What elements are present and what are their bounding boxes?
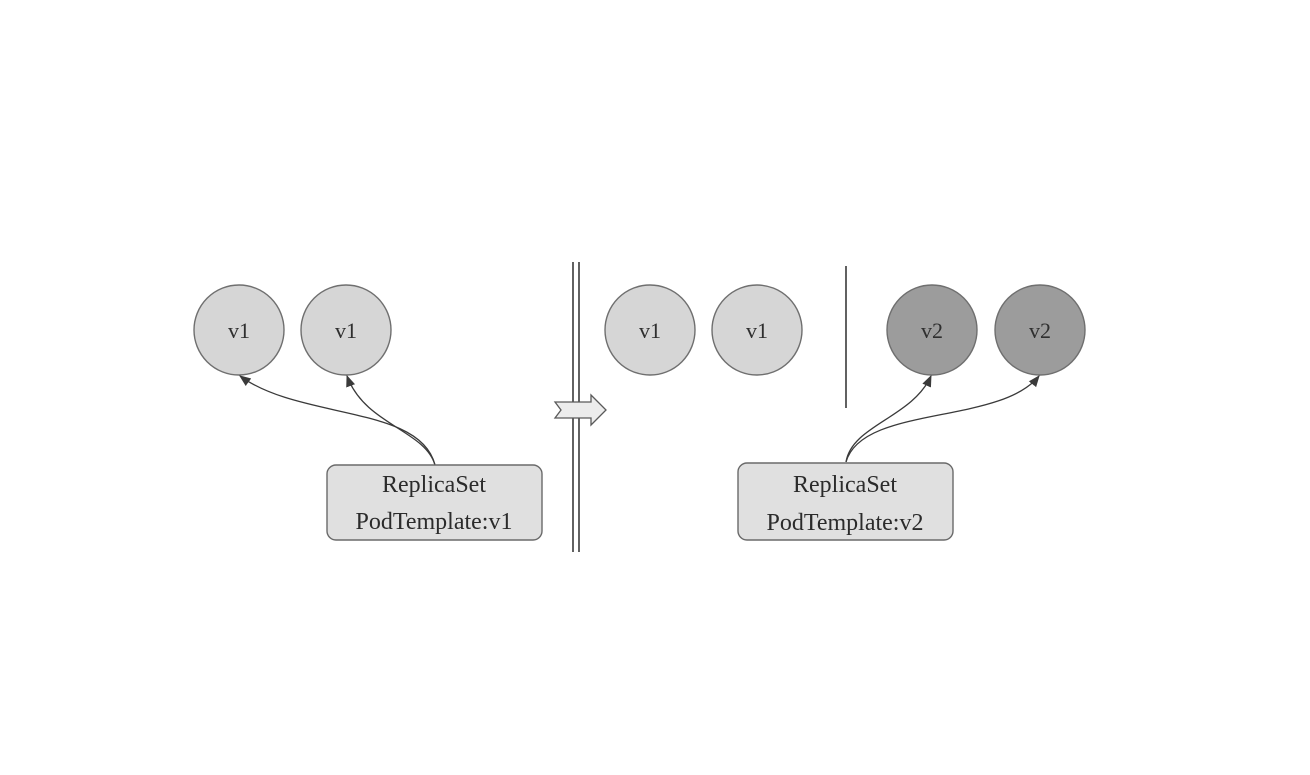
after-old-pod-1-label: v1 bbox=[639, 318, 661, 343]
after-replicaset-title: ReplicaSet bbox=[793, 472, 897, 498]
right-arrow-icon bbox=[553, 393, 607, 427]
before-replicaset: ReplicaSet PodTemplate:v1 bbox=[326, 464, 543, 541]
after-new-pod-2: v2 bbox=[994, 284, 1086, 376]
after-new-pod-1: v2 bbox=[886, 284, 978, 376]
after-new-pod-1-label: v2 bbox=[921, 318, 943, 343]
after-old-pod-2-circle bbox=[711, 284, 803, 376]
before-replicaset-title: ReplicaSet bbox=[382, 472, 486, 498]
before-replicaset-template: PodTemplate:v1 bbox=[356, 509, 513, 535]
before-pod-2-circle bbox=[300, 284, 392, 376]
after-replicaset-box bbox=[737, 462, 954, 541]
transition-arrow-shape bbox=[553, 393, 607, 427]
before-pod-2-label: v1 bbox=[335, 318, 357, 343]
before-pod-1: v1 bbox=[193, 284, 285, 376]
before-pod-1-label: v1 bbox=[228, 318, 250, 343]
after-new-pod-2-label: v2 bbox=[1029, 318, 1051, 343]
after-old-pod-1-circle bbox=[604, 284, 696, 376]
after-replicaset: ReplicaSet PodTemplate:v2 bbox=[737, 462, 954, 541]
after-connector-1 bbox=[845, 374, 932, 463]
after-new-pod-2-circle bbox=[994, 284, 1086, 376]
before-connector-1 bbox=[239, 375, 436, 466]
after-replicaset-template: PodTemplate:v2 bbox=[767, 510, 924, 536]
after-old-pod-1: v1 bbox=[604, 284, 696, 376]
after-old-pod-2: v1 bbox=[711, 284, 803, 376]
after-new-pod-1-circle bbox=[886, 284, 978, 376]
before-pod-2: v1 bbox=[300, 284, 392, 376]
after-old-pod-2-label: v1 bbox=[746, 318, 768, 343]
before-pod-1-circle bbox=[193, 284, 285, 376]
before-replicaset-box bbox=[326, 464, 543, 541]
before-connector-2 bbox=[346, 374, 436, 466]
after-connector-2 bbox=[845, 375, 1040, 463]
